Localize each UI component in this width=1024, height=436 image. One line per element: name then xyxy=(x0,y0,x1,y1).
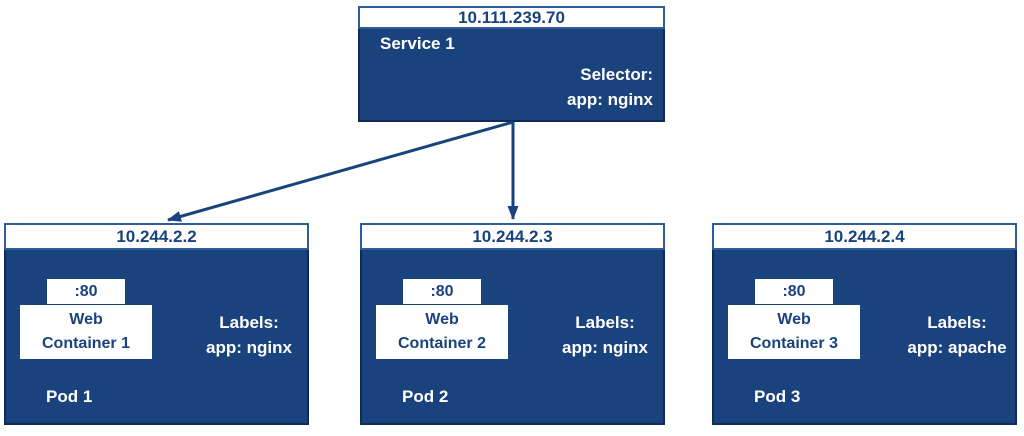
pod3-labels: Labels: app: apache xyxy=(907,313,1007,357)
pod3-port-box: :80 xyxy=(755,279,833,304)
pod1-body: :80 Web Container 1 Labels: app: nginx P… xyxy=(4,250,309,425)
pod1-container-label: Web Container 1 xyxy=(41,311,130,352)
arrow-service-to-pod1 xyxy=(167,120,514,222)
service-ip: 10.111.239.70 xyxy=(458,7,565,27)
pod3-container-label: Web Container 3 xyxy=(749,311,838,352)
pod2-name: Pod 2 xyxy=(402,387,449,406)
pod1-ip: 10.244.2.2 xyxy=(116,226,197,246)
pod3-ip: 10.244.2.4 xyxy=(824,226,905,246)
pod3-name: Pod 3 xyxy=(754,387,801,406)
pod2-container-label: Web Container 2 xyxy=(397,311,486,352)
pod1-ip-header: 10.244.2.2 xyxy=(4,223,309,250)
service-node: 10.111.239.70 Service 1 Selector: app: n… xyxy=(358,6,665,122)
service-name: Service 1 xyxy=(380,34,455,53)
pod2-container-box: Web Container 2 xyxy=(376,305,508,359)
pod2-body: :80 Web Container 2 Labels: app: nginx P… xyxy=(360,250,665,425)
pod-node-3: 10.244.2.4 :80 Web Container 3 Labels: a… xyxy=(712,223,1017,425)
pod1-name: Pod 1 xyxy=(46,387,93,406)
pod2-ip: 10.244.2.3 xyxy=(472,226,553,246)
pod1-labels: Labels: app: nginx xyxy=(206,313,292,357)
pod2-labels: Labels: app: nginx xyxy=(562,313,648,357)
pod-node-1: 10.244.2.2 :80 Web Container 1 Labels: a… xyxy=(4,223,309,425)
pod2-port-box: :80 xyxy=(403,279,481,304)
service-selector: Selector: app: nginx xyxy=(567,65,653,109)
pod1-container-box: Web Container 1 xyxy=(20,305,152,359)
pod-node-2: 10.244.2.3 :80 Web Container 2 Labels: a… xyxy=(360,223,665,425)
pod3-ip-header: 10.244.2.4 xyxy=(712,223,1017,250)
service-ip-header: 10.111.239.70 xyxy=(358,6,665,29)
pod3-container-box: Web Container 3 xyxy=(728,305,860,359)
service-body: Service 1 Selector: app: nginx xyxy=(358,29,665,122)
pod3-body: :80 Web Container 3 Labels: app: apache … xyxy=(712,250,1017,425)
pod1-port-box: :80 xyxy=(47,279,125,304)
pod2-ip-header: 10.244.2.3 xyxy=(360,223,665,250)
